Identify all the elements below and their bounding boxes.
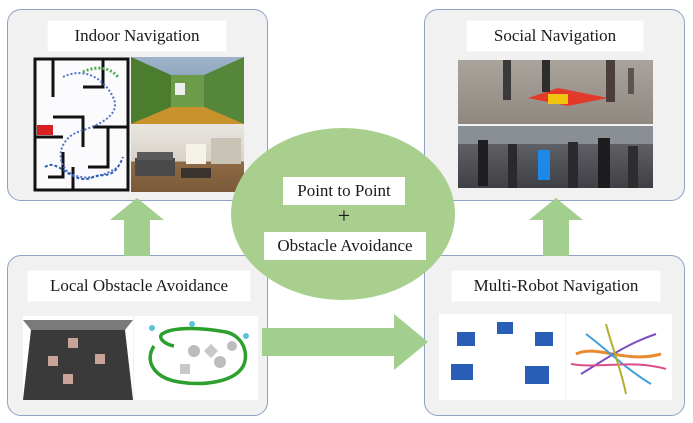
obstacle-path-image xyxy=(134,316,258,400)
social-scene-bottom-image xyxy=(458,126,653,188)
right-arrow-bottom xyxy=(262,314,428,370)
room-render-image xyxy=(131,124,244,192)
maze-3d-image xyxy=(131,57,244,124)
social-navigation-panel: Social Navigation xyxy=(424,9,685,201)
plus-sign: + xyxy=(337,203,351,228)
multi-robot-navigation-panel: Multi-Robot Navigation xyxy=(424,255,685,416)
multi-robot-photo-image xyxy=(439,314,565,400)
obstacle-avoidance-label: Obstacle Avoidance xyxy=(264,232,426,260)
social-navigation-title: Social Navigation xyxy=(467,21,643,51)
social-scene-top-image xyxy=(458,60,653,124)
maze-map-image xyxy=(33,57,130,192)
point-to-point-label: Point to Point xyxy=(283,177,405,205)
obstacle-room-image xyxy=(23,316,133,400)
multi-robot-trajectories-image xyxy=(566,314,672,400)
local-obstacle-avoidance-panel: Local Obstacle Avoidance xyxy=(7,255,268,416)
indoor-navigation-title: Indoor Navigation xyxy=(48,21,226,51)
up-arrow-left xyxy=(110,198,164,256)
local-obstacle-avoidance-title: Local Obstacle Avoidance xyxy=(28,271,250,301)
up-arrow-right xyxy=(529,198,583,256)
multi-robot-navigation-title: Multi-Robot Navigation xyxy=(452,271,660,301)
indoor-navigation-panel: Indoor Navigation xyxy=(7,9,268,201)
